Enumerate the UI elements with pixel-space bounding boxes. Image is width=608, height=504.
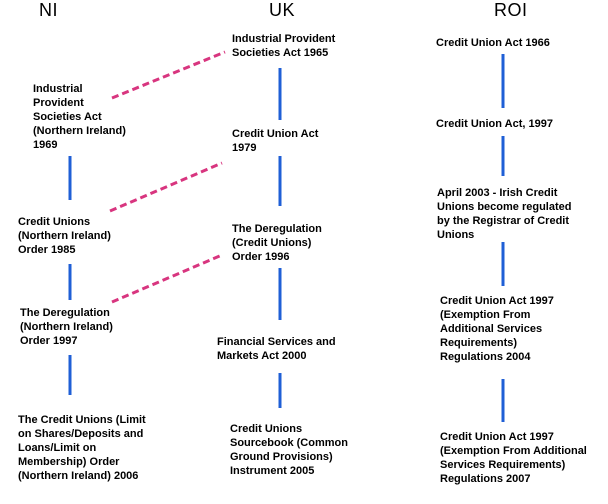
roi-node-2004: Credit Union Act 1997 (Exemption From Ad…	[440, 295, 554, 363]
uk-node-2005: Credit Unions Sourcebook (Common Ground …	[230, 423, 348, 477]
link-1979-to-1985	[109, 161, 223, 213]
ni-node-1997: The Deregulation (Northern Ireland) Orde…	[20, 307, 113, 347]
roi-node-2003: April 2003 - Irish Credit Unions become …	[437, 187, 572, 241]
uk-node-1965: Industrial Provident Societies Act 1965	[232, 33, 336, 59]
roi-node-1966: Credit Union Act 1966	[436, 37, 550, 49]
ni-column-title: NI	[39, 0, 58, 20]
roi-node-1997: Credit Union Act, 1997	[436, 118, 553, 130]
roi-node-2007: Credit Union Act 1997 (Exemption From Ad…	[440, 431, 587, 485]
ni-node-2006: The Credit Unions (Limit on Shares/Depos…	[18, 414, 146, 482]
uk-column-title: UK	[269, 0, 296, 20]
uk-node-1979: Credit Union Act 1979	[232, 128, 319, 154]
link-1965-to-1969	[111, 50, 226, 100]
link-1996-to-1997	[111, 253, 223, 304]
uk-node-1996: The Deregulation (Credit Unions) Order 1…	[232, 223, 322, 263]
ni-node-1969: Industrial Provident Societies Act (Nort…	[33, 83, 126, 151]
ni-node-1985: Credit Unions (Northern Ireland) Order 1…	[18, 216, 111, 256]
roi-column-title: ROI	[494, 0, 528, 20]
uk-node-2000: Financial Services and Markets Act 2000	[217, 336, 336, 362]
